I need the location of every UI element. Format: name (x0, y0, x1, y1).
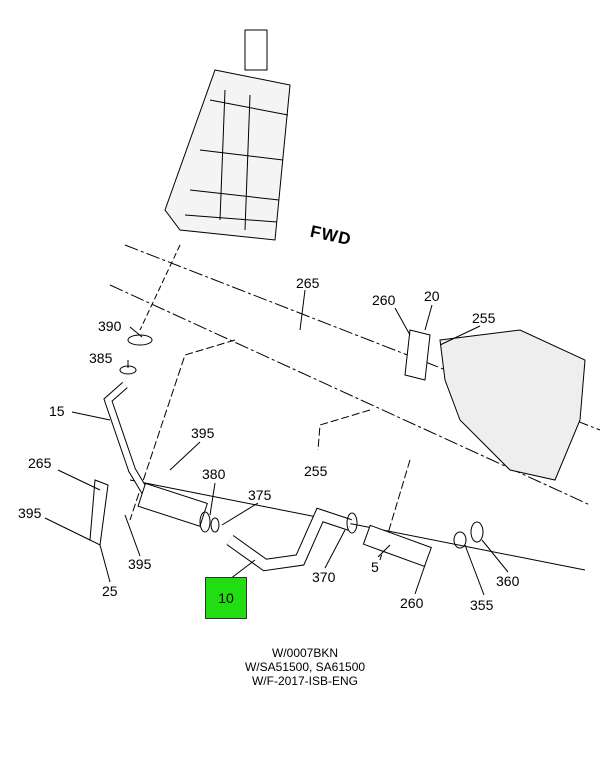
callout-370: 370 (312, 569, 336, 585)
callout-265: 265 (28, 455, 52, 471)
callout-15: 15 (49, 403, 65, 419)
callout-375: 375 (248, 487, 272, 503)
highlighted-part-number: 10 (218, 590, 234, 606)
callout-20: 20 (424, 288, 440, 304)
engine (439, 329, 586, 481)
note-line: W/SA51500, SA61500 (244, 660, 366, 674)
muffler-section (137, 482, 208, 527)
callout-5: 5 (371, 559, 379, 575)
frame-rail-line (129, 479, 586, 571)
callout-385: 385 (89, 350, 113, 366)
callout-395: 395 (18, 505, 42, 521)
callout-395: 395 (191, 425, 215, 441)
callout-25: 25 (102, 583, 118, 599)
applicability-notes: W/0007BKN W/SA51500, SA61500 W/F-2017-IS… (0, 646, 610, 688)
dpf-canister (164, 29, 291, 241)
pipe-5 (362, 524, 432, 568)
callout-265: 265 (296, 275, 320, 291)
callout-260: 260 (400, 595, 424, 611)
callout-260: 260 (372, 292, 396, 308)
bracket-20 (404, 329, 431, 381)
callout-395: 395 (128, 556, 152, 572)
callout-355: 355 (470, 597, 494, 613)
highlighted-part-callout[interactable]: 10 (205, 577, 247, 619)
callout-380: 380 (202, 466, 226, 482)
callout-360: 360 (496, 573, 520, 589)
callout-255: 255 (304, 463, 328, 479)
note-line: W/0007BKN (271, 646, 339, 660)
callout-255: 255 (472, 310, 496, 326)
note-line: W/F-2017-ISB-ENG (251, 674, 359, 688)
callout-390: 390 (98, 318, 122, 334)
